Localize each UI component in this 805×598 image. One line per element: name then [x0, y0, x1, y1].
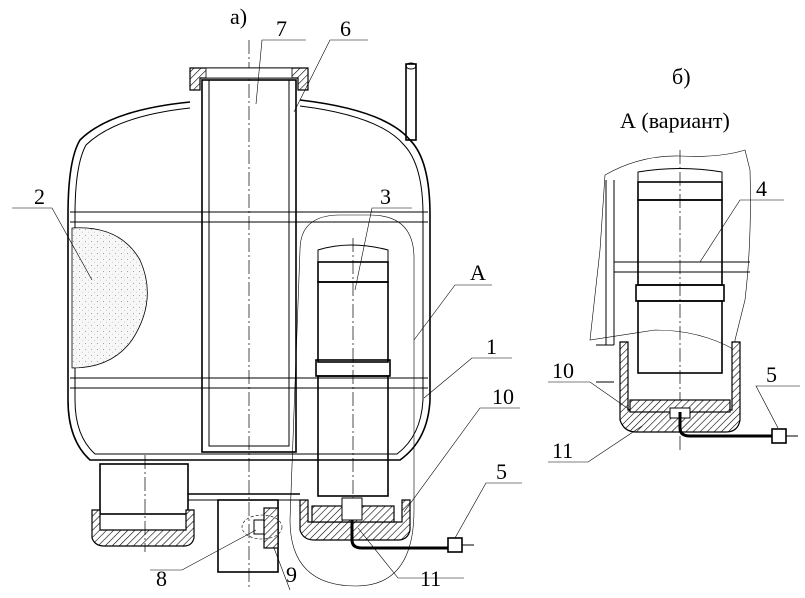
- view-b-title: А (вариант): [620, 108, 730, 133]
- left-foot-outer: [99, 463, 189, 515]
- view-b-label: б): [672, 64, 691, 89]
- label-1: 1: [486, 334, 497, 359]
- label-11-b: 11: [552, 438, 573, 463]
- fastener-8: [263, 507, 279, 549]
- label-10: 10: [492, 384, 514, 409]
- label-9: 9: [286, 562, 297, 587]
- label-4: 4: [756, 176, 767, 201]
- vent-tube: [405, 63, 417, 141]
- heater-element-3: [315, 238, 391, 540]
- cable-11: [350, 520, 448, 550]
- sensor-5b: [771, 428, 787, 444]
- heater-element-4: [635, 168, 725, 374]
- label-8: 8: [156, 566, 167, 591]
- leader-lines-b: [548, 199, 800, 463]
- label-A: A: [470, 260, 486, 285]
- left-foot-wall: [91, 509, 195, 547]
- label-6: 6: [340, 16, 351, 41]
- view-b-drawing: [548, 149, 800, 463]
- label-5-b: 5: [766, 362, 777, 387]
- view-a-drawing: [12, 39, 522, 591]
- sensor-5: [447, 537, 463, 553]
- tank-body-inner: [74, 105, 424, 455]
- element-2-insert: [71, 227, 148, 369]
- label-2: 2: [34, 184, 45, 209]
- label-3: 3: [380, 184, 391, 209]
- heater-housing-wall: [299, 499, 411, 541]
- view-a-label: а): [230, 4, 247, 29]
- detail-zone-A: [289, 214, 415, 587]
- label-7: 7: [276, 16, 287, 41]
- leader-lines-a: [12, 39, 522, 591]
- label-10-b: 10: [552, 358, 574, 383]
- tank-body-outer: [67, 99, 431, 461]
- label-11: 11: [420, 566, 441, 591]
- label-5: 5: [496, 459, 507, 484]
- cable-11b: [678, 412, 772, 438]
